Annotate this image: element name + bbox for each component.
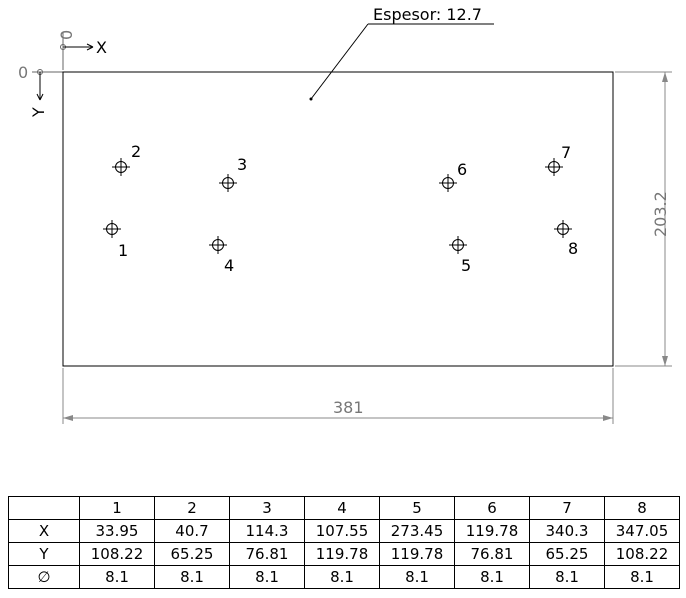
origin-marker: X 0 0 Y <box>18 30 107 118</box>
thickness-label: Espesor: 12.7 <box>373 5 482 24</box>
table-header-cell: 4 <box>304 496 380 520</box>
table-header-cell: 6 <box>454 496 530 520</box>
table-cell: 347.05 <box>604 519 680 543</box>
hole-3: 3 <box>219 155 247 192</box>
table-header-cell: 7 <box>529 496 605 520</box>
plate-outline <box>62 71 614 367</box>
table-header-cell: 8 <box>604 496 680 520</box>
table-cell: 76.81 <box>454 542 530 566</box>
thickness-note: Espesor: 12.7 <box>309 5 494 101</box>
table-cell: 76.81 <box>229 542 305 566</box>
table-cell: 8.1 <box>529 565 605 589</box>
table-cell: 119.78 <box>379 542 455 566</box>
hole-8: 8 <box>554 220 578 258</box>
table-cell: 108.22 <box>79 542 155 566</box>
hole-label: 5 <box>461 256 471 275</box>
hole-label: 8 <box>568 239 578 258</box>
table-cell: 8.1 <box>454 565 530 589</box>
table-header-cell: 3 <box>229 496 305 520</box>
table-corner-cell <box>8 496 80 520</box>
hole-5: 5 <box>449 236 471 275</box>
table-cell: 8.1 <box>304 565 380 589</box>
hole-label: 2 <box>131 142 141 161</box>
table-cell: 8.1 <box>604 565 680 589</box>
table-header-cell: 1 <box>79 496 155 520</box>
table-cell: 119.78 <box>454 519 530 543</box>
height-label: 203.2 <box>651 191 670 237</box>
y-axis-label: Y <box>29 107 48 118</box>
hole-label: 3 <box>237 155 247 174</box>
table-cell: 33.95 <box>79 519 155 543</box>
table-row-label: Y <box>8 542 80 566</box>
table-cell: 65.25 <box>529 542 605 566</box>
holes-group: 1 2 3 4 5 6 7 8 <box>103 142 578 275</box>
width-dimension: 381 <box>62 368 614 424</box>
table-cell: 108.22 <box>604 542 680 566</box>
x-axis-label: X <box>96 38 107 57</box>
table-cell: 114.3 <box>229 519 305 543</box>
width-label: 381 <box>333 398 364 417</box>
table-row-label: ∅ <box>8 565 80 589</box>
table-cell: 8.1 <box>229 565 305 589</box>
table-cell: 107.55 <box>304 519 380 543</box>
hole-1: 1 <box>103 220 128 260</box>
table-cell: 119.78 <box>304 542 380 566</box>
table-cell: 65.25 <box>154 542 230 566</box>
hole-2: 2 <box>112 142 141 176</box>
table-cell: 8.1 <box>154 565 230 589</box>
hole-7: 7 <box>545 143 571 176</box>
hole-6: 6 <box>439 160 467 192</box>
table-row-label: X <box>8 519 80 543</box>
table-cell: 273.45 <box>379 519 455 543</box>
x-zero-label: 0 <box>57 30 76 40</box>
hole-label: 4 <box>224 256 234 275</box>
table-cell: 8.1 <box>79 565 155 589</box>
hole-label: 1 <box>118 241 128 260</box>
hole-4: 4 <box>209 236 234 275</box>
y-zero-label: 0 <box>18 63 28 82</box>
table-header-cell: 2 <box>154 496 230 520</box>
table-cell: 340.3 <box>529 519 605 543</box>
table-cell: 40.7 <box>154 519 230 543</box>
table-header-cell: 5 <box>379 496 455 520</box>
hole-label: 6 <box>457 160 467 179</box>
hole-label: 7 <box>561 143 571 162</box>
table-cell: 8.1 <box>379 565 455 589</box>
height-dimension: 203.2 <box>615 71 672 367</box>
